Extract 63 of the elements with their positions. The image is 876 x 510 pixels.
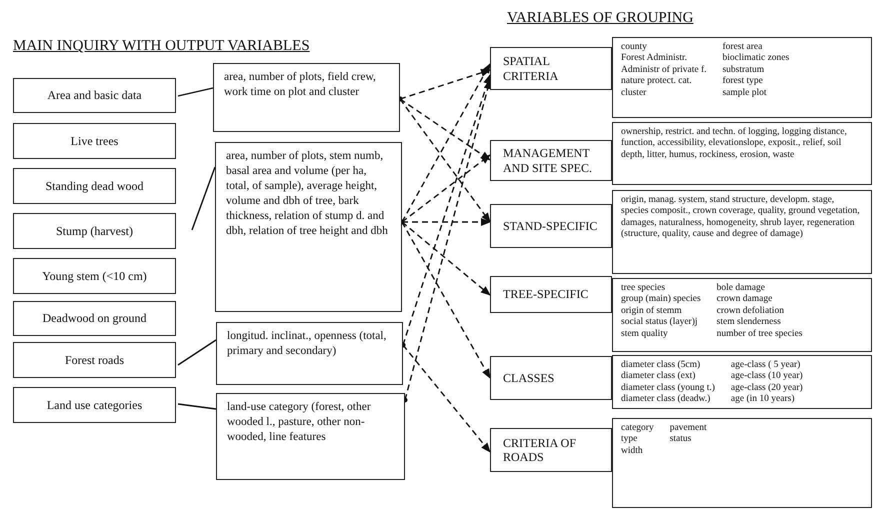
category-box: Stump (harvest) — [13, 213, 176, 249]
variable-text: forest area — [722, 42, 764, 53]
variable-text: forest type — [722, 76, 764, 88]
variable-text: stem slenderness — [716, 317, 782, 329]
variable-text: age-class ( 5 year) — [730, 360, 802, 371]
output-variables-box: area, number of plots, field crew, work time on plot and cluster — [213, 63, 400, 132]
grouping-variables-box: ownership, restrict. and techn. of logging, logging distance, function, accessibility, elevationslope, exposit., relief, soil depth, litter, humus, rockiness, erosion, waste — [612, 122, 872, 185]
variable-text: category — [621, 423, 654, 434]
variable-text: Forest Administr. — [621, 53, 688, 65]
category-box: Forest roads — [13, 342, 176, 378]
variable-text: cluster — [621, 88, 648, 99]
variable-text: diameter class (ext) — [621, 371, 696, 383]
variable-text: number of tree species — [716, 328, 802, 340]
connector-line — [191, 166, 216, 230]
variable-text: crown damage — [716, 294, 774, 306]
category-box: Standing dead wood — [13, 168, 176, 204]
variable-text: diameter class (young t.) — [621, 382, 715, 394]
variable-text: group (main) species — [621, 294, 701, 306]
variable-text: type — [621, 434, 638, 446]
grouping-variables-box — [612, 37, 872, 118]
variable-text: diameter class (deadw.) — [621, 394, 712, 406]
variable-text: age (in 10 years) — [730, 394, 796, 406]
variable-text: origin of stemm — [621, 306, 683, 317]
connector-line — [178, 87, 214, 97]
output-variables-box: land-use category (forest, other wooded l., pasture, other non-wooded, line features — [216, 393, 405, 480]
connector-line — [178, 339, 216, 366]
category-box: Deadwood on ground — [13, 301, 176, 336]
variable-text: bioclimatic zones — [722, 53, 790, 65]
category-box: Live trees — [13, 123, 176, 159]
grouping-variables-box — [612, 418, 872, 508]
variable-text: nature protect. cat. — [621, 76, 693, 88]
variable-text: diameter class (5cm) — [621, 360, 702, 371]
variable-text: social status (layer)j — [621, 317, 699, 329]
grouping-variables-box — [612, 355, 872, 409]
section-heading: MAIN INQUIRY WITH OUTPUT VARIABLES — [13, 38, 310, 55]
grouping-box: MANAGEMENT AND SITE SPEC. — [490, 140, 612, 181]
output-variables-box: area, number of plots, stem numb, basal area and volume (per ha, total, of sample), average height, volume and dbh of tree, bark thickness, relation of stump d. and dbh, relation of tree height and dbh — [215, 142, 402, 312]
grouping-box: CRITERIA OF ROADS — [490, 428, 612, 472]
category-box: Area and basic data — [13, 78, 176, 113]
variable-text: stem quality — [621, 328, 669, 340]
variable-text: age-class (20 year) — [730, 382, 803, 394]
variable-text: crown defoliation — [716, 306, 785, 317]
connector-line — [178, 403, 216, 410]
category-box: Young stem (<10 cm) — [13, 258, 176, 294]
category-box: Land use categories — [13, 387, 176, 423]
grouping-box: STAND-SPECIFIC — [490, 204, 612, 248]
variable-text: substratum — [722, 64, 766, 76]
variable-text: pavement — [670, 423, 707, 434]
variable-text: county — [621, 42, 648, 53]
grouping-box: TREE-SPECIFIC — [490, 276, 612, 313]
variable-text: age-class (10 year) — [730, 371, 803, 383]
grouping-variables-box — [612, 278, 872, 352]
grouping-box: SPATIAL CRITERIA — [490, 47, 612, 90]
variable-text: bole damage — [716, 283, 766, 294]
variable-text: sample plot — [722, 88, 768, 99]
variable-text: width — [621, 446, 644, 458]
grouping-variables-box: origin, manag. system, stand structure, developm. stage, species composit., crown coverage, quality, ground vegetation, damages, naturalness, homogeneity, shrub layer, regeneration (structure, quality, cause and degree of damage) — [612, 190, 872, 274]
variable-text: Administr of private f. — [621, 64, 706, 76]
output-variables-box: longitud. inclinat., openness (total, primary and secondary) — [216, 322, 403, 385]
section-heading: VARIABLES OF GROUPING — [507, 10, 694, 27]
variable-text: tree species — [621, 283, 666, 294]
variable-text: status — [670, 434, 692, 446]
grouping-box: CLASSES — [490, 356, 612, 400]
